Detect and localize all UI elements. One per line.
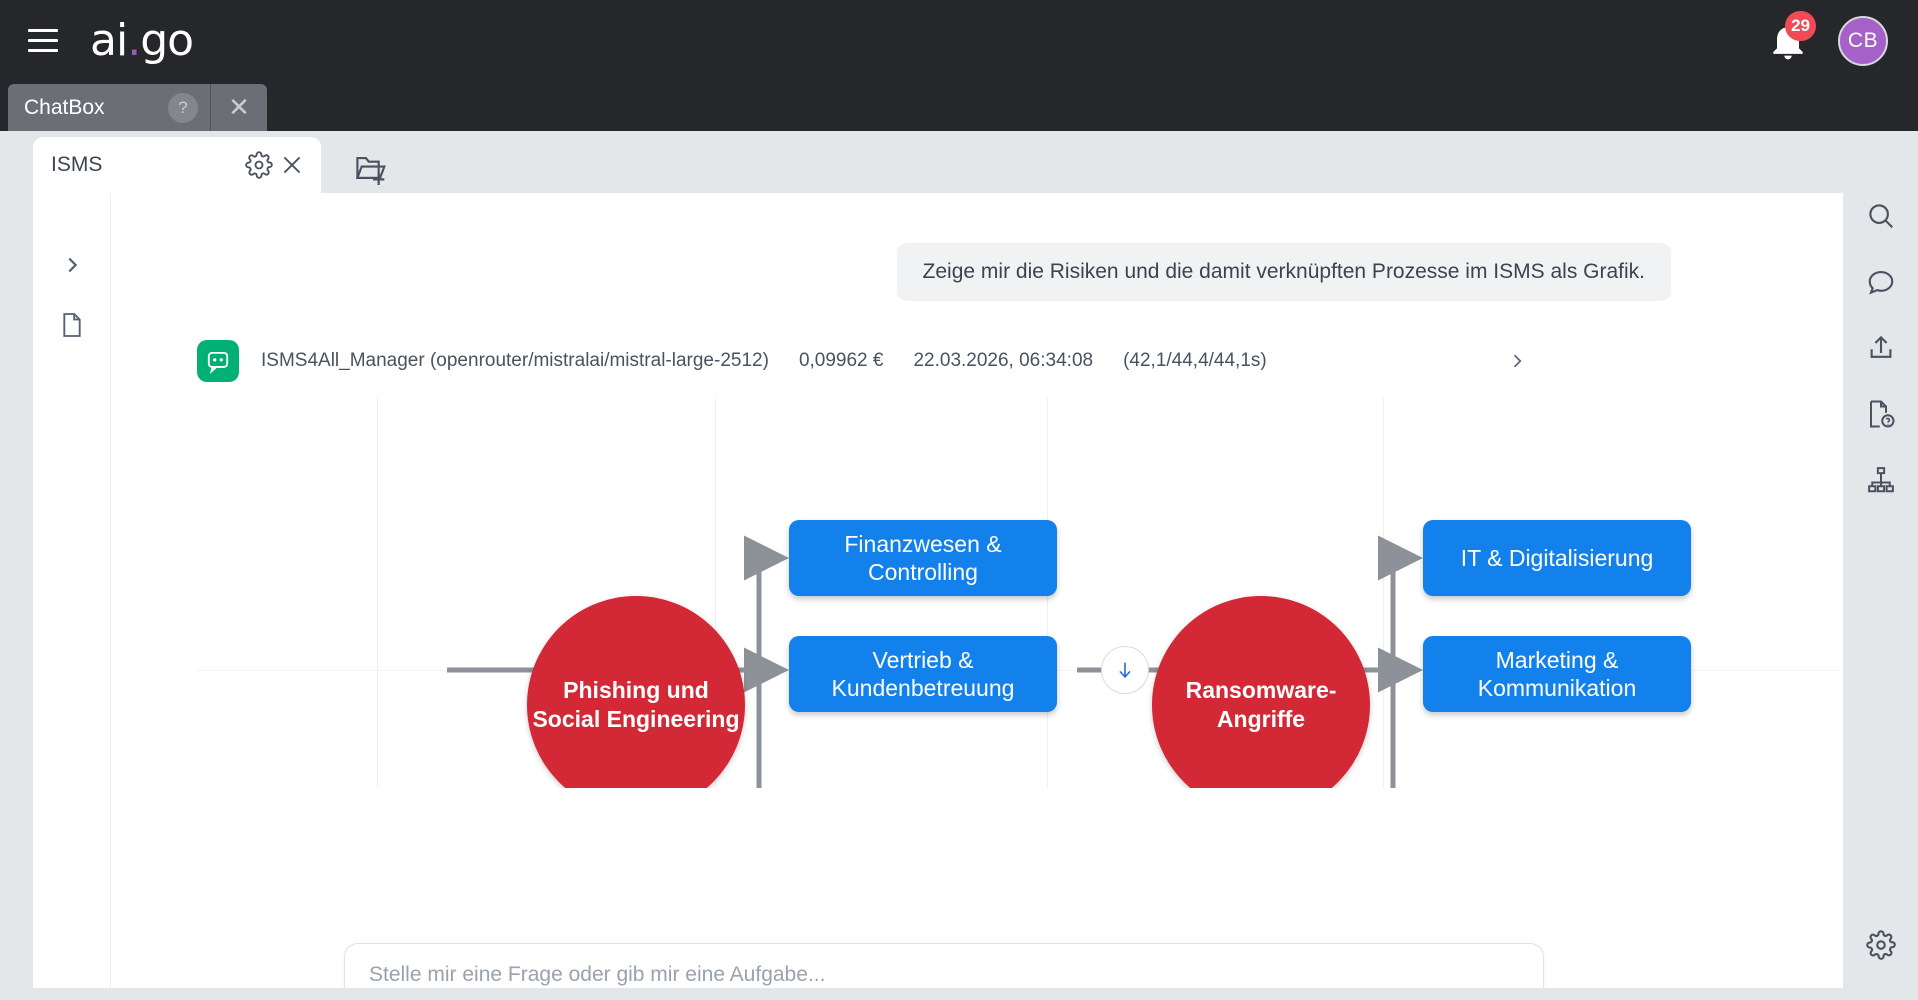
process-node-marketing[interactable]: Marketing & Kommunikation <box>1423 636 1691 712</box>
right-rail <box>1843 131 1918 1000</box>
avatar[interactable]: CB <box>1838 15 1888 66</box>
bottom-strip <box>0 988 1843 1000</box>
assistant-name: ISMS4All_Manager (openrouter/mistralai/m… <box>261 350 769 371</box>
help-icon[interactable]: ? <box>168 92 198 123</box>
assistant-meta-row: ISMS4All_Manager (openrouter/mistralai/m… <box>197 340 1527 382</box>
notifications-button[interactable]: 29 <box>1766 10 1816 63</box>
window-tab-chatbox[interactable]: ChatBox ? ✕ <box>8 84 267 131</box>
user-message-row: Zeige mir die Risiken und die damit verk… <box>896 243 1671 301</box>
chat-column: Zeige mir die Risiken und die damit verk… <box>111 193 1918 1000</box>
documents-button[interactable] <box>33 295 111 355</box>
bot-icon <box>197 340 239 382</box>
app-shell: ISMS <box>0 131 1918 1000</box>
grid-line <box>377 398 378 788</box>
grid-line <box>1383 398 1384 788</box>
document-icon <box>63 313 81 337</box>
close-icon[interactable] <box>279 152 305 178</box>
chevron-right-icon <box>1513 354 1522 368</box>
assistant-cost: 0,09962 € <box>798 350 884 371</box>
arrow-down-icon[interactable] <box>1101 646 1149 694</box>
chat-input[interactable] <box>369 958 1469 992</box>
process-node-finanzwesen[interactable]: Finanzwesen & Controlling <box>789 520 1057 596</box>
chat-canvas: Zeige mir die Risiken und die damit verk… <box>33 193 1918 1000</box>
process-node-vertrieb[interactable]: Vertrieb & Kundenbetreuung <box>789 636 1057 712</box>
risk-node-phishing[interactable]: Phishing und Social Engineering <box>527 596 745 788</box>
sitemap-button[interactable] <box>1843 447 1918 513</box>
right-rail-bottom <box>1843 912 1918 978</box>
chat-button[interactable] <box>1843 249 1918 315</box>
expand-message-button[interactable] <box>1507 349 1527 373</box>
document-help-button[interactable] <box>1843 381 1918 447</box>
risk-node-ransomware[interactable]: Ransomware-Angriffe <box>1152 596 1370 788</box>
top-bar-actions: 29 CB <box>1766 10 1888 66</box>
process-node-it[interactable]: IT & Digitalisierung <box>1423 520 1691 596</box>
document-help-icon <box>1869 400 1894 428</box>
hamburger-icon[interactable] <box>22 20 64 62</box>
assistant-timestamp: 22.03.2026, 06:34:08 <box>913 350 1094 371</box>
risk-process-diagram[interactable]: Phishing und Social Engineering Finanzwe… <box>197 398 1839 788</box>
chat-bubble-icon <box>1868 270 1893 295</box>
close-icon[interactable]: ✕ <box>228 92 250 122</box>
chevron-right-icon <box>68 257 78 273</box>
tab-divider <box>210 84 211 131</box>
upload-icon <box>1870 335 1891 358</box>
window-tab-title: ChatBox <box>24 95 105 119</box>
sitemap-icon <box>1867 467 1894 493</box>
expand-panel-button[interactable] <box>33 235 111 295</box>
top-bar: ai.go 29 CB <box>0 0 1918 81</box>
folder-plus-icon[interactable] <box>345 145 401 191</box>
search-button[interactable] <box>1843 183 1918 249</box>
canvas-left-rail <box>33 193 111 1000</box>
assistant-duration: (42,1/44,4/44,1s) <box>1123 350 1267 371</box>
logo-text: ai <box>90 15 128 66</box>
grid-line <box>715 398 716 788</box>
tab-isms[interactable]: ISMS <box>33 137 321 193</box>
logo-dot: . <box>127 15 141 66</box>
notification-badge: 29 <box>1785 10 1816 41</box>
inner-tabstrip: ISMS <box>0 131 1843 193</box>
gear-icon <box>1865 930 1896 960</box>
window-tabstrip: ChatBox ? ✕ <box>0 81 1918 131</box>
user-message-bubble: Zeige mir die Risiken und die damit verk… <box>896 243 1671 301</box>
upload-button[interactable] <box>1843 315 1918 381</box>
app-logo[interactable]: ai.go <box>90 15 194 66</box>
settings-button[interactable] <box>1843 912 1918 978</box>
search-icon <box>1868 204 1893 229</box>
logo-suffix: go <box>140 15 194 66</box>
tab-isms-label: ISMS <box>51 153 103 176</box>
gear-icon[interactable] <box>245 151 273 179</box>
